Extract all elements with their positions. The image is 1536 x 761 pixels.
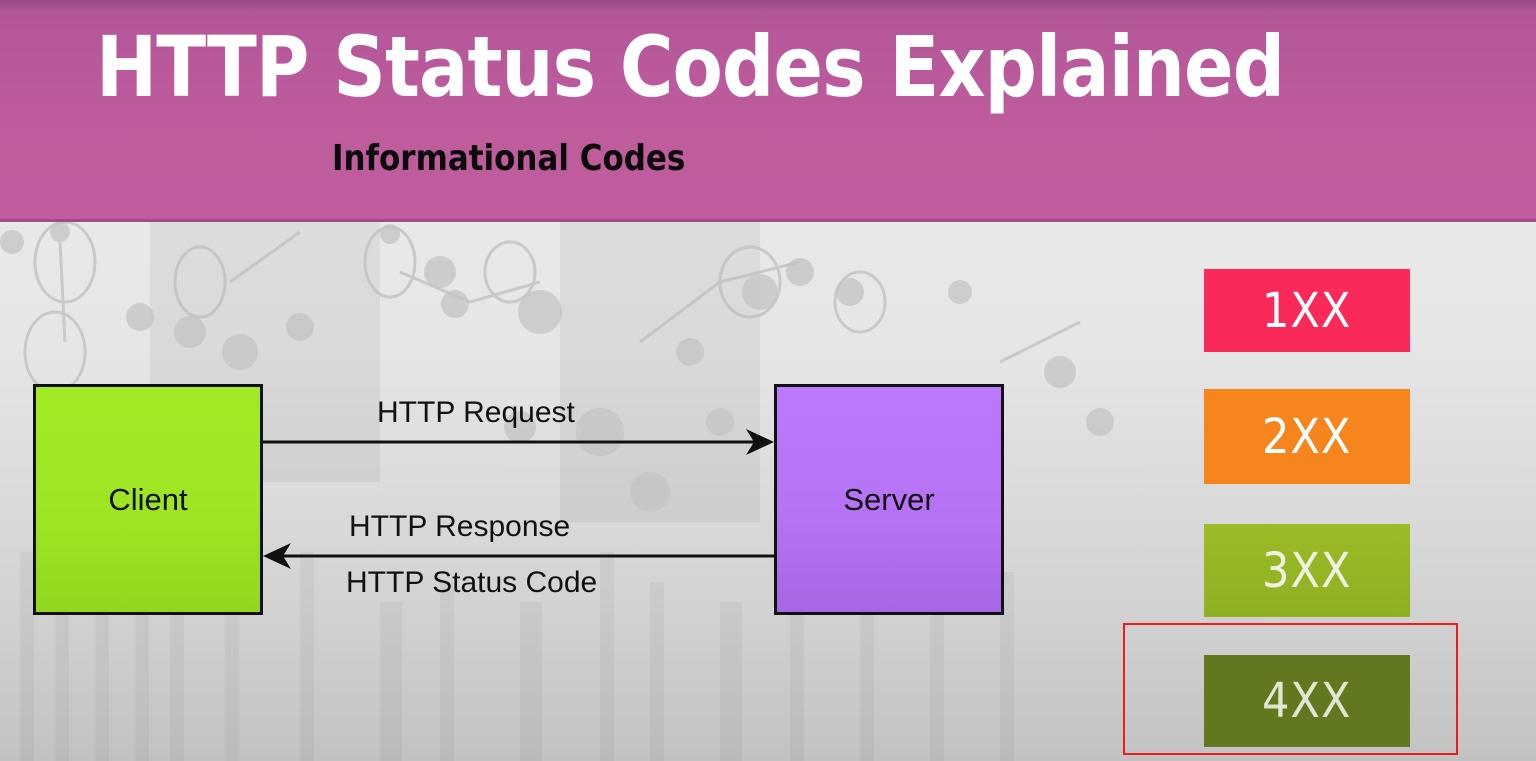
server-node: Server	[774, 384, 1004, 615]
status-code-1xx: 1XX	[1204, 269, 1410, 352]
slide-subtitle: Informational Codes	[332, 138, 686, 179]
request-arrow-icon	[263, 429, 774, 455]
request-arrow-label: HTTP Request	[377, 396, 575, 429]
client-label: Client	[108, 481, 188, 517]
slide-header: HTTP Status Codes Explained Informationa…	[0, 0, 1536, 222]
server-label: Server	[843, 481, 935, 517]
status-code-4xx: 4XX	[1204, 655, 1410, 747]
status-code-arrow-label: HTTP Status Code	[346, 566, 598, 599]
status-code-3xx: 3XX	[1204, 524, 1410, 617]
response-arrow-label: HTTP Response	[349, 510, 571, 543]
slide-title: HTTP Status Codes Explained	[96, 18, 1285, 116]
status-code-2xx: 2XX	[1204, 389, 1410, 484]
status-code-1xx-label: 1XX	[1262, 282, 1352, 339]
status-code-3xx-label: 3XX	[1262, 542, 1352, 599]
status-code-4xx-label: 4XX	[1262, 673, 1352, 729]
client-node: Client	[33, 384, 263, 615]
highlight-box-4xx	[1123, 623, 1458, 755]
status-code-2xx-label: 2XX	[1262, 408, 1352, 465]
